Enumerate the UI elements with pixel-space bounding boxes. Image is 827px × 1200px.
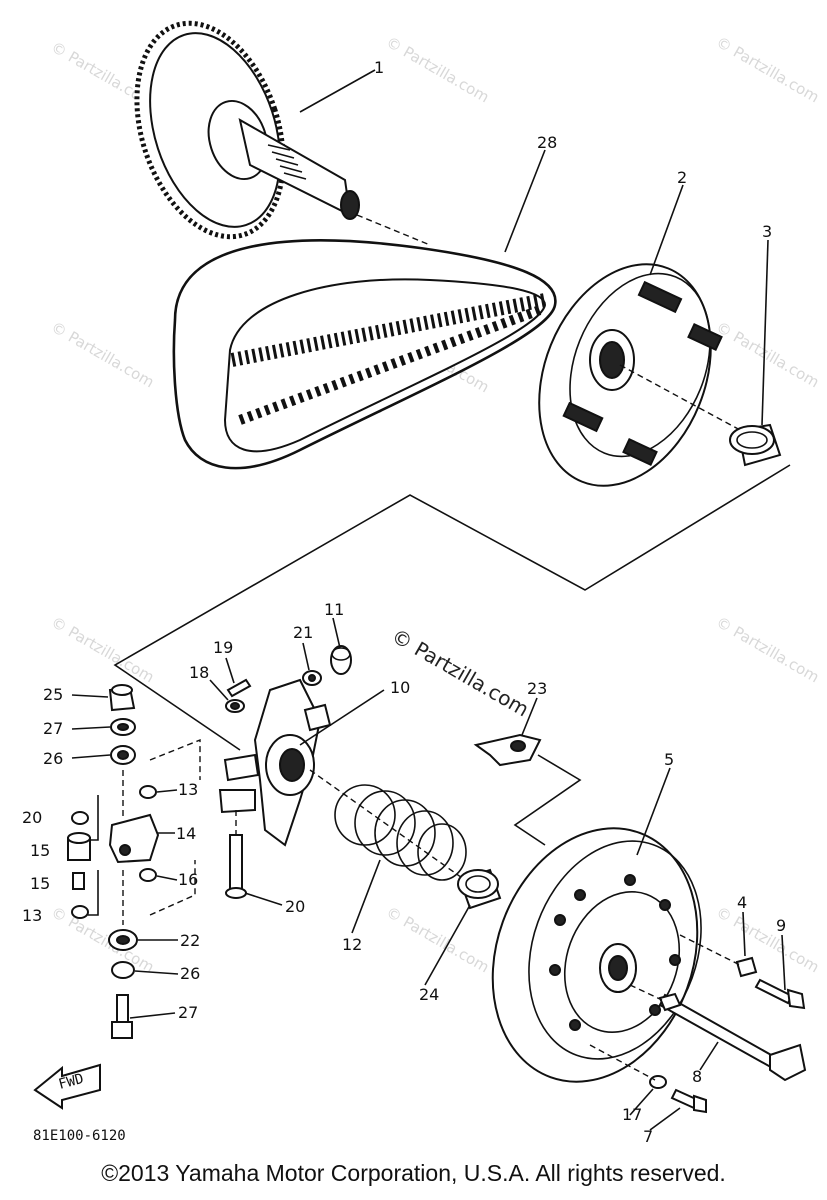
part-7-washer: [649, 1075, 667, 1089]
callout-1: 1: [374, 58, 384, 77]
callout-20: 13: [22, 906, 42, 925]
callout-26: 22: [180, 931, 200, 950]
callout-25: 25: [43, 685, 63, 704]
callout-22: 12: [342, 935, 362, 954]
left-stack-guide-lines: [88, 738, 201, 925]
part-13-washer-b: [139, 868, 157, 882]
watermark: © Partzilla.com: [713, 318, 822, 391]
callout-28: 28: [537, 133, 557, 152]
part-23-clip: [473, 733, 582, 846]
diagram-code: 81E100-6120: [33, 1128, 126, 1144]
part-12-pin: [225, 810, 247, 899]
part-20-washer-b: [71, 905, 89, 919]
watermark: © Partzilla.com: [713, 33, 822, 106]
part-24-bolt: [111, 994, 133, 1039]
part-3-bushing: [729, 423, 782, 467]
watermark: © Partzilla.com: [383, 33, 492, 106]
fwd-arrow-icon: FWD: [33, 1063, 101, 1110]
part-5-collar: [457, 868, 502, 910]
callout-14: 14: [176, 824, 196, 843]
callout-12: 20: [285, 897, 305, 916]
callout-labels: 1 28 2 3 11 21 19 10 18 23 25 27 26 13 2…: [22, 58, 786, 1146]
callout-20: 20: [22, 808, 42, 827]
part-6-bolt: [589, 1044, 707, 1114]
callout-21: 21: [293, 623, 313, 642]
callout-18: 18: [189, 663, 209, 682]
callout-2: 2: [677, 168, 687, 187]
watermark: © Partzilla.com: [48, 318, 157, 391]
callout-11: 11: [324, 600, 344, 619]
callout-27: 26: [180, 964, 200, 983]
part-9-nut: [735, 956, 758, 978]
part-27-washer-top: [110, 718, 136, 736]
callout-6: 7: [643, 1127, 653, 1146]
watermark: © Partzilla.com: [713, 613, 822, 686]
part-27-washer-bottom: [111, 961, 135, 979]
callout-7: 17: [622, 1105, 642, 1124]
part-1-sheave: [134, 20, 431, 246]
callout-16: 15: [30, 874, 50, 893]
part-25-cap: [108, 684, 136, 712]
callout-26: 26: [43, 749, 63, 768]
callout-13: 16: [178, 870, 198, 889]
center-watermark: © Partzilla.com: [388, 624, 534, 722]
part-10-spider: [218, 678, 466, 881]
part-20-washer-a: [71, 811, 89, 825]
callout-23: 23: [527, 679, 547, 698]
callout-13: 13: [178, 780, 198, 799]
fwd-label: FWD: [57, 1071, 86, 1093]
part-22-spring: [334, 784, 467, 881]
callout-19: 19: [213, 638, 233, 657]
copyright-notice: ©2013 Yamaha Motor Corporation, U.S.A. A…: [101, 1160, 726, 1186]
watermark: © Partzilla.com: [383, 903, 492, 976]
part-17-bolt: [629, 984, 807, 1082]
callout-9: 4: [737, 893, 747, 912]
callout-24: 27: [178, 1003, 198, 1022]
callout-27: 27: [43, 719, 63, 738]
callout-17: 8: [692, 1067, 702, 1086]
part-8-bolt: [679, 934, 806, 1010]
part-13-washer-a: [139, 785, 157, 799]
callout-5: 24: [419, 985, 439, 1004]
callout-3: 3: [762, 222, 772, 241]
part-26-collar-top: [110, 745, 136, 765]
part-16-pin: [72, 872, 85, 890]
callout-4: 5: [664, 750, 674, 769]
part-19-pin: [226, 678, 252, 698]
watermark: © Partzilla.com: [713, 903, 822, 976]
part-11-cap: [330, 645, 352, 675]
callout-10: 10: [390, 678, 410, 697]
part-4-sheave: [491, 827, 702, 1083]
callout-8: 9: [776, 916, 786, 935]
callout-15: 15: [30, 841, 50, 860]
part-2-cam-plate: [538, 263, 741, 487]
part-21-washer: [302, 670, 322, 686]
part-26-collar-bottom: [108, 929, 138, 951]
part-15-roller: [67, 832, 91, 861]
part-18-collar: [225, 699, 245, 713]
leader-lines: [71, 69, 786, 1131]
part-28-belt: [172, 239, 557, 470]
part-14-cam-weight: [108, 813, 160, 864]
